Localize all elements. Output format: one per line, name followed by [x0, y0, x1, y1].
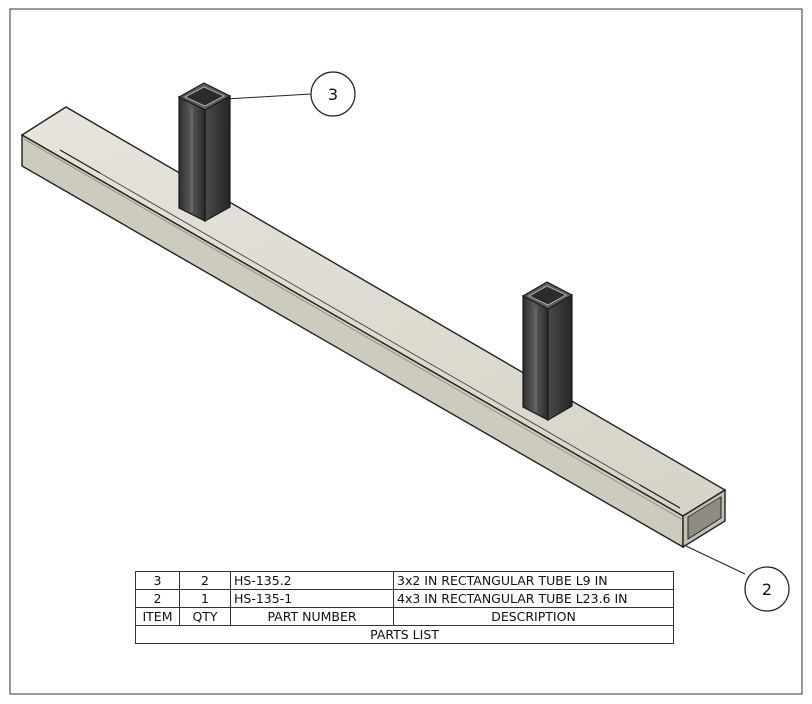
- row-3-description: 3x2 IN RECTANGULAR TUBE L9 IN: [393, 571, 674, 590]
- post-rectangular-tube-left: [177, 82, 232, 223]
- row-2-part-number: HS-135-1: [230, 589, 394, 608]
- row-2-qty: 1: [179, 589, 231, 608]
- balloon-3-label: 3: [328, 85, 338, 104]
- sheet-border: [9, 8, 803, 695]
- header-item: ITEM: [135, 607, 180, 626]
- table-title-row: PARTS LIST: [135, 625, 674, 644]
- post-right-side-face: [547, 293, 573, 422]
- balloon-2-label: 2: [762, 580, 772, 599]
- base-tube-inner-wall: [688, 497, 721, 517]
- header-qty: QTY: [179, 607, 231, 626]
- row-3-qty: 2: [179, 571, 231, 590]
- parts-list-table: 3 2 HS-135.2 3x2 IN RECTANGULAR TUBE L9 …: [135, 571, 674, 644]
- parts-list-title: PARTS LIST: [135, 625, 674, 644]
- post-left-side-face: [204, 94, 231, 223]
- header-part-number: PART NUMBER: [230, 607, 394, 626]
- base-tube-opening: [687, 496, 722, 540]
- base-tube-top-edge-line: [59, 149, 681, 509]
- balloon-2-circle: [744, 566, 790, 612]
- base-tube-top-face: [20, 106, 727, 517]
- table-row: 3 2 HS-135.2 3x2 IN RECTANGULAR TUBE L9 …: [135, 571, 674, 590]
- row-2-description: 4x3 IN RECTANGULAR TUBE L23.6 IN: [393, 589, 674, 608]
- base-tube-front-edge-line: [23, 138, 684, 521]
- post-right-opening: [528, 285, 567, 306]
- base-tube-front-face: [21, 133, 684, 549]
- post-left-opening: [184, 86, 225, 107]
- base-rectangular-tube: [20, 106, 727, 549]
- row-3-part-number: HS-135.2: [230, 571, 394, 590]
- table-header-row: ITEM QTY PART NUMBER DESCRIPTION: [135, 607, 674, 626]
- row-2-item: 2: [135, 589, 180, 608]
- base-tube-top-weld-seam-end: [639, 484, 681, 509]
- balloon-2-leader: [685, 545, 746, 575]
- balloon-3[interactable]: 3: [310, 71, 356, 117]
- row-3-item: 3: [135, 571, 180, 590]
- balloon-2[interactable]: 2: [744, 566, 790, 612]
- balloon-3-circle: [310, 71, 356, 117]
- table-row: 2 1 HS-135-1 4x3 IN RECTANGULAR TUBE L23…: [135, 589, 674, 608]
- balloon-3-leader: [225, 93, 312, 100]
- base-tube-top-weld-seam: [59, 149, 101, 174]
- post-rectangular-tube-right: [521, 281, 574, 422]
- header-description: DESCRIPTION: [393, 607, 674, 626]
